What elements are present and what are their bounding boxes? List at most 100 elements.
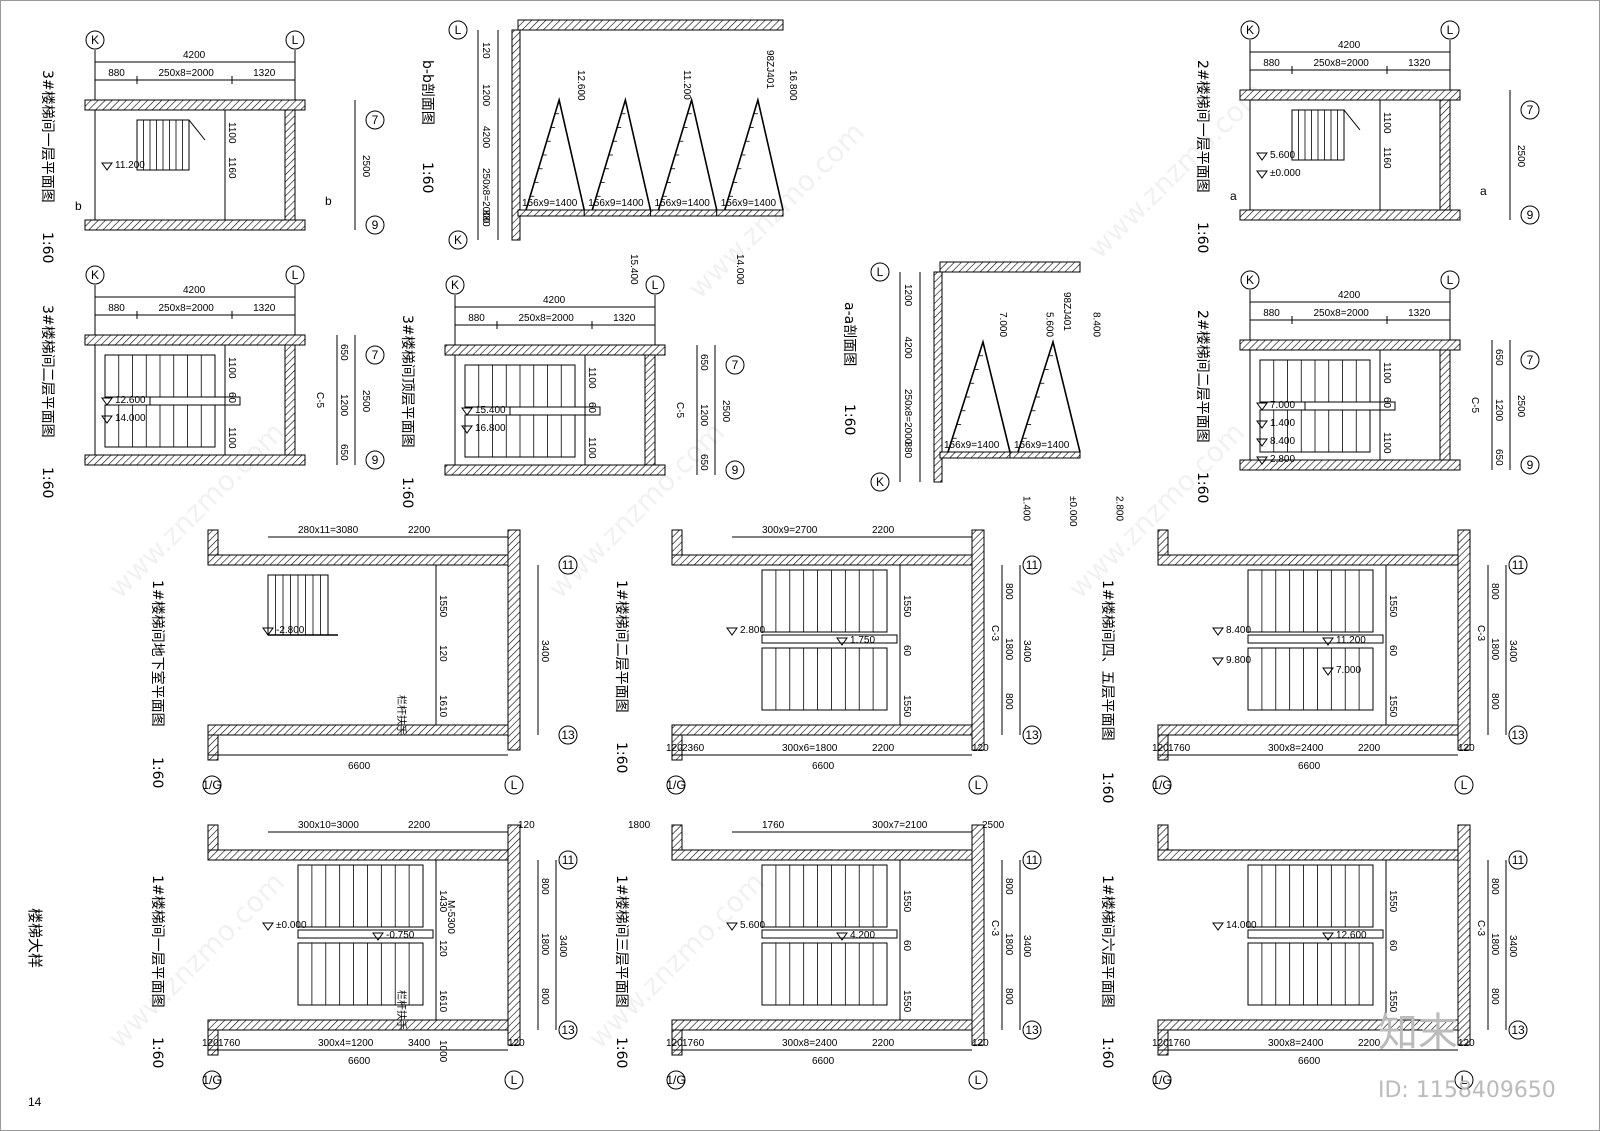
axis-bubble xyxy=(968,1070,988,1090)
dimension-text: 300x9=2700 xyxy=(762,525,818,536)
handrail xyxy=(761,929,898,939)
level-mark xyxy=(1256,438,1268,447)
dimension-text: 2500 xyxy=(360,155,371,178)
stair-flight-section xyxy=(657,96,718,211)
drawing-title: a-a剖面图 xyxy=(841,302,857,366)
dimension-text: 1430 xyxy=(437,890,448,913)
axis-label: 1/G xyxy=(202,778,221,792)
dimension-text: 1800 xyxy=(628,820,651,831)
axis-bubble xyxy=(365,215,385,235)
axis-label: K xyxy=(1246,23,1254,37)
axis-label: L xyxy=(652,278,659,292)
dimension-text: 250x8=2000 xyxy=(519,313,575,324)
dimension-text: 650 xyxy=(698,354,709,371)
dimension-text: 60 xyxy=(901,645,912,657)
axis-label: K xyxy=(451,278,459,292)
level-text: 11.200 xyxy=(1336,635,1366,646)
dimension-text: 880 xyxy=(108,68,125,79)
wall-hatch xyxy=(671,734,683,761)
dimension-text: 880 xyxy=(1263,308,1280,319)
axis-bubble xyxy=(558,850,578,870)
level-text: ±0.000 xyxy=(276,920,307,931)
dimension-text: 300x4=1200 xyxy=(318,1038,374,1049)
wall-hatch xyxy=(1239,89,1461,101)
axis-bubble xyxy=(85,30,105,50)
axis-label: L xyxy=(877,265,884,279)
axis-bubble xyxy=(870,472,890,492)
wall-hatch xyxy=(716,209,784,217)
level-text: -2.800 xyxy=(276,625,305,636)
dimension-text: 800 xyxy=(539,988,550,1005)
axis-bubble xyxy=(504,775,524,795)
dimension-text: 1550 xyxy=(1387,595,1398,618)
dimension-text: 6600 xyxy=(348,1056,371,1067)
wall-hatch xyxy=(671,824,683,851)
dimension-text: 4200 xyxy=(543,295,566,306)
dimension-text: 2200 xyxy=(1358,743,1381,754)
axis-label: 9 xyxy=(372,218,379,232)
level-mark xyxy=(262,922,274,931)
section-mark: a xyxy=(1230,189,1237,203)
section-mark: b xyxy=(75,199,82,213)
level-mark xyxy=(1256,402,1268,411)
axis-label: 9 xyxy=(1527,458,1534,472)
wall-hatch xyxy=(644,354,656,466)
wall-hatch xyxy=(939,451,1011,459)
drawing-scale: 1:60 xyxy=(1194,222,1210,253)
dimension-text: 1320 xyxy=(613,313,636,324)
axis-label: K xyxy=(91,268,99,282)
axis-label: L xyxy=(292,268,299,282)
dimension-text: 1760 xyxy=(762,820,785,831)
drawing-scale: 1:60 xyxy=(613,1037,629,1068)
level-mark xyxy=(1256,152,1268,161)
wall-hatch xyxy=(1439,349,1451,461)
axis-bubble xyxy=(1520,350,1540,370)
dimension-text: 1200 xyxy=(1493,399,1504,422)
window-tag: C-5 xyxy=(674,402,685,419)
axis-bubble xyxy=(285,265,305,285)
axis-label: 9 xyxy=(1527,208,1534,222)
dimension-text: 120 xyxy=(437,940,448,957)
axis-label: K xyxy=(91,33,99,47)
axis-label: 11 xyxy=(1512,853,1525,867)
level-mark xyxy=(1322,932,1334,941)
dimension-text: 6600 xyxy=(812,761,835,772)
drawing-title: 1#楼梯间二层平面图 xyxy=(613,580,629,713)
dimension-text: 300x8=2400 xyxy=(1268,1038,1324,1049)
axis-label: L xyxy=(1461,1073,1468,1087)
dimension-text: 1100 xyxy=(1381,112,1392,134)
dimension-text: 156x9=1400 xyxy=(944,440,1000,451)
window-tag: C-5 xyxy=(314,392,325,409)
dimension-text: 1800 xyxy=(539,933,550,956)
axis-label: 7 xyxy=(372,113,379,127)
drawing-scale: 1:60 xyxy=(149,1037,165,1068)
axis-label: L xyxy=(1447,273,1454,287)
level-text: 15.400 xyxy=(628,254,639,285)
level-mark xyxy=(101,415,113,424)
dimension-text: 2500 xyxy=(1515,145,1526,168)
level-mark xyxy=(372,932,384,941)
axis-bubble xyxy=(725,355,745,375)
axis-label: 13 xyxy=(1025,728,1039,742)
window-tag: C-3 xyxy=(1475,920,1486,937)
dimension-text: 120 xyxy=(202,1038,219,1049)
dimension-text: 650 xyxy=(698,454,709,471)
axis-label: 13 xyxy=(1025,1023,1039,1037)
door-tag: M-5300 xyxy=(445,900,456,934)
level-text: 11.200 xyxy=(115,160,145,171)
dimension-text: 4200 xyxy=(183,50,206,61)
dimension-text: 4200 xyxy=(480,126,491,149)
wall-hatch xyxy=(284,109,296,221)
level-mark xyxy=(726,627,738,636)
dimension-text: 2200 xyxy=(408,820,431,831)
level-mark xyxy=(461,407,473,416)
axis-label: L xyxy=(975,778,982,792)
dimension-text: 1800 xyxy=(1003,638,1014,661)
dimension-text: 120 xyxy=(1152,743,1169,754)
dimension-text: 650 xyxy=(338,344,349,361)
